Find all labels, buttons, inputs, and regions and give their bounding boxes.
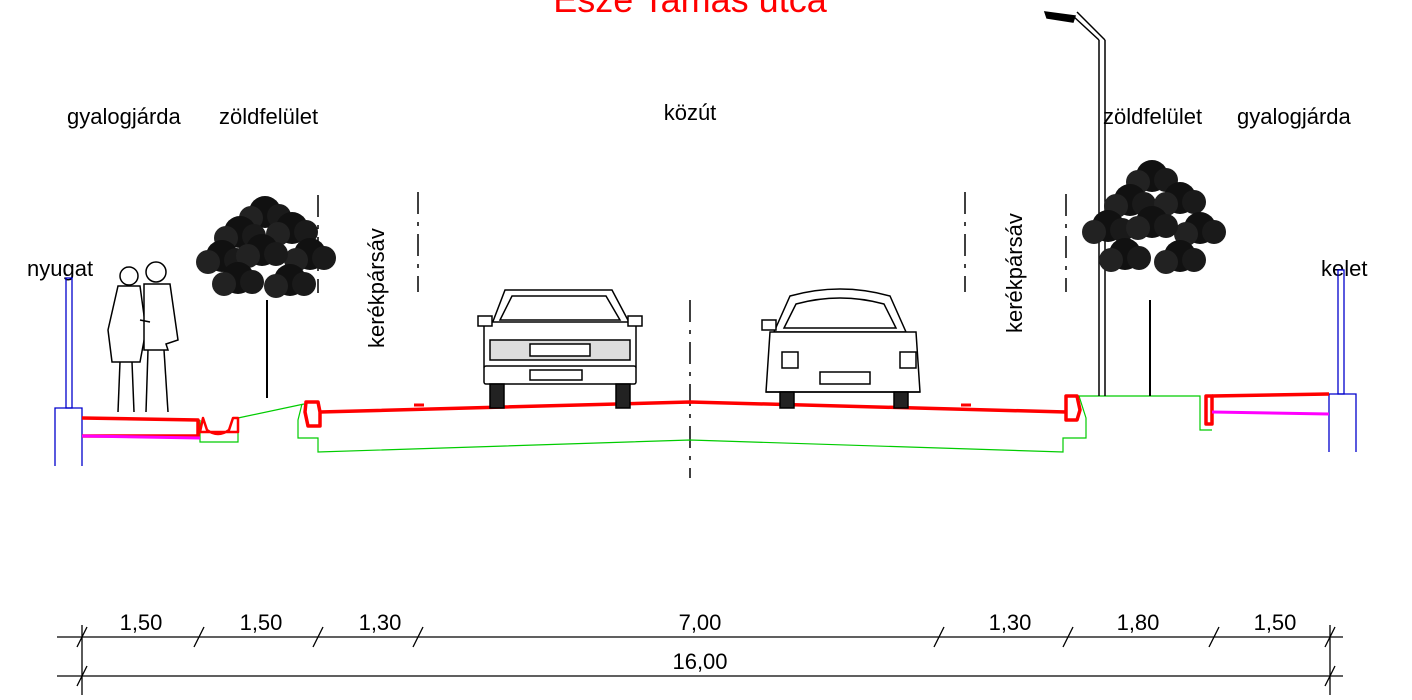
pavement xyxy=(81,392,1330,438)
label-right-bike-lane: kerékpársáv xyxy=(1002,213,1027,333)
dim-segment-1: 1,50 xyxy=(120,610,163,635)
east-wall xyxy=(1328,269,1357,452)
dim-segment-5: 1,30 xyxy=(989,610,1032,635)
dim-segment-2: 1,50 xyxy=(240,610,283,635)
right-car xyxy=(761,288,921,409)
street-lamp xyxy=(1043,11,1106,396)
street-title: Esze Tamás utca xyxy=(553,0,827,20)
right-tree xyxy=(1082,160,1226,396)
label-left-green: zöldfelület xyxy=(219,104,318,129)
dim-segment-4: 7,00 xyxy=(679,610,722,635)
dim-segment-6: 1,80 xyxy=(1117,610,1160,635)
label-road: közút xyxy=(664,100,717,125)
lane-markers xyxy=(317,192,1067,478)
west-wall xyxy=(54,277,83,466)
label-right-sidewalk: gyalogjárda xyxy=(1237,104,1352,129)
dim-segment-7: 1,50 xyxy=(1254,610,1297,635)
left-tree xyxy=(196,196,336,398)
base-layers xyxy=(81,410,1330,440)
dimension-lines xyxy=(57,625,1343,695)
dim-segment-3: 1,30 xyxy=(359,610,402,635)
dim-total: 16,00 xyxy=(672,649,727,674)
label-left-sidewalk: gyalogjárda xyxy=(67,104,182,129)
pedestrians-figure xyxy=(107,261,179,413)
label-west: nyugat xyxy=(27,256,93,281)
ground-lines xyxy=(199,395,1212,453)
left-car xyxy=(477,289,643,409)
label-left-bike-lane: kerékpársáv xyxy=(364,228,389,348)
label-right-green: zöldfelület xyxy=(1103,104,1202,129)
